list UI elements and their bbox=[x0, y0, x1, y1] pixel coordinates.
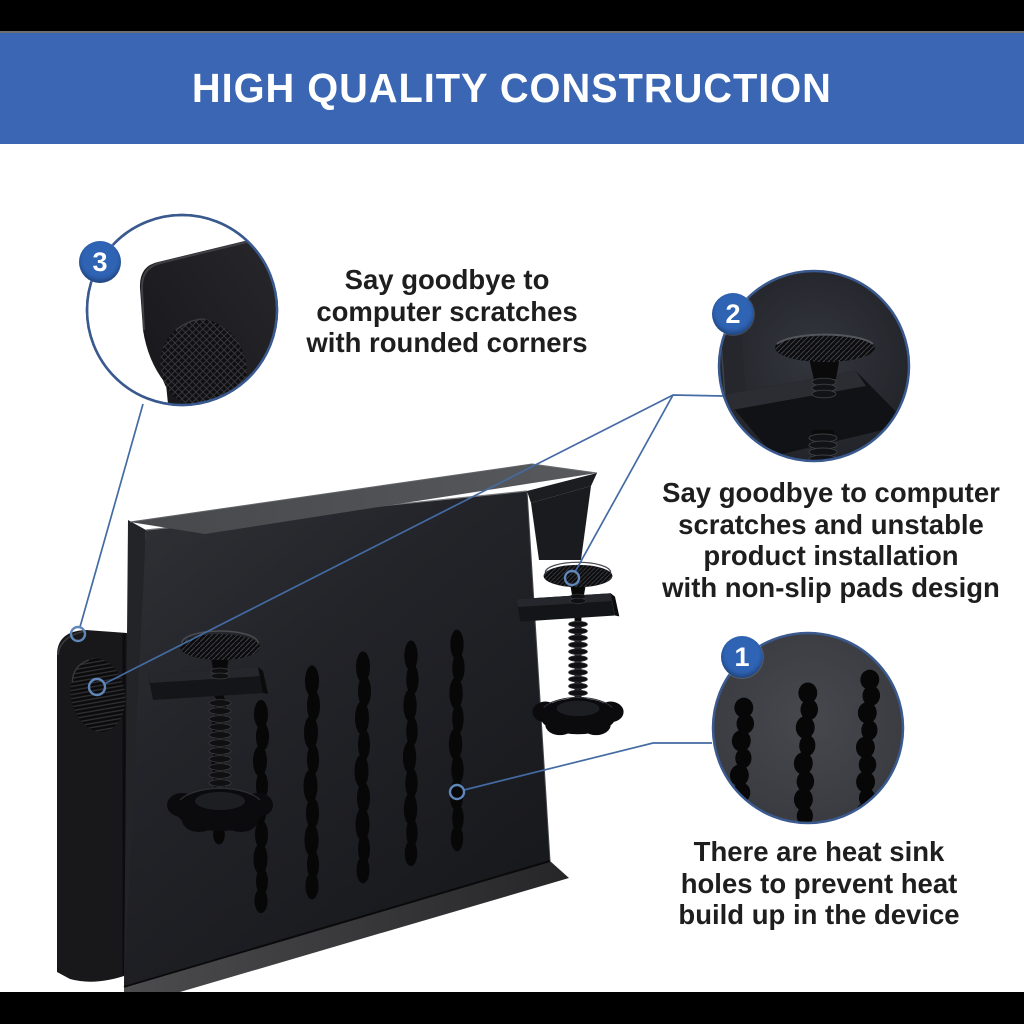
callout-text-rounded-corners: Say goodbye to computer scratches with r… bbox=[277, 264, 617, 359]
callout-text-heat-sink: There are heat sink holes to prevent hea… bbox=[664, 836, 974, 931]
front-plate bbox=[124, 491, 550, 987]
bottom-black-bar bbox=[0, 992, 1024, 1024]
callout-text-line: There are heat sink bbox=[693, 836, 945, 867]
callout-text-line: holes to prevent heat bbox=[680, 867, 958, 899]
callout-circle-1 bbox=[711, 631, 905, 825]
callout-circle-2 bbox=[717, 269, 911, 463]
callout-text-line: with rounded corners bbox=[306, 327, 588, 358]
leader-lines bbox=[79, 394, 724, 791]
bottom-shelf bbox=[124, 861, 569, 992]
title-banner: HIGH QUALITY CONSTRUCTION bbox=[0, 31, 1024, 144]
callout-text-line: Say goodbye to computer bbox=[662, 477, 1000, 508]
leader-line-2 bbox=[103, 394, 724, 685]
leader-line-3 bbox=[79, 403, 144, 628]
marker-ring-corner bbox=[69, 625, 87, 643]
top-shelf bbox=[130, 464, 597, 534]
callout-text-line: with non-slip pads design bbox=[662, 571, 1000, 603]
callout-text-line: computer scratches bbox=[316, 295, 578, 327]
callout-badge-1: 1 bbox=[721, 636, 763, 678]
marker-ring-left-pad bbox=[87, 677, 107, 697]
holder-product bbox=[57, 463, 625, 992]
marker-ring-heat-hole bbox=[448, 783, 466, 801]
callout-circle-3 bbox=[85, 213, 279, 407]
banner-title: HIGH QUALITY CONSTRUCTION bbox=[192, 65, 832, 111]
marker-rings bbox=[69, 569, 581, 801]
marker-ring-right-pad bbox=[563, 569, 581, 587]
callout-text-line: build up in the device bbox=[678, 899, 960, 930]
callout-text-line: scratches and unstable bbox=[678, 508, 984, 540]
callout-text-line: Say goodbye to bbox=[344, 264, 550, 295]
callout-text-non-slip-pads: Say goodbye to computer scratches and un… bbox=[649, 477, 1013, 603]
top-black-bar bbox=[0, 0, 1024, 31]
callout-text-line: product installation bbox=[703, 540, 959, 571]
callout-badge-2: 2 bbox=[712, 293, 754, 335]
callout-badge-3: 3 bbox=[79, 241, 121, 283]
leader-line-1 bbox=[463, 742, 712, 791]
